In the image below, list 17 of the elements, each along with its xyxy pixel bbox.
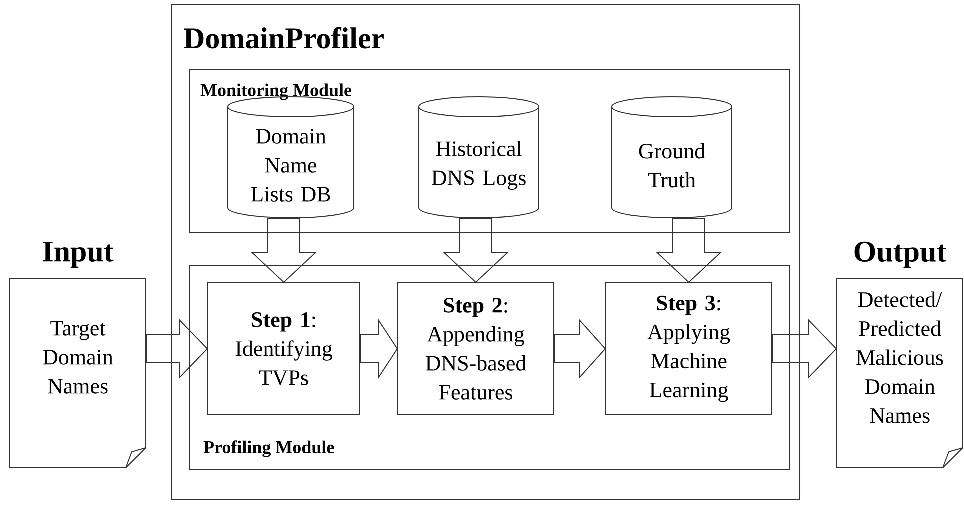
process-box: Step 3: Applying Machine Learning <box>606 282 772 416</box>
database-cylinder: Historical DNS Logs <box>418 96 540 218</box>
process-box: Step 2: Appending DNS-based Features <box>398 282 554 416</box>
node-label: Ground Truth <box>639 143 706 188</box>
block-arrow <box>146 318 208 380</box>
database-cylinder: Ground Truth <box>612 96 732 218</box>
block-arrow <box>554 318 606 380</box>
block-arrow <box>656 218 722 284</box>
node-label: Input <box>43 242 114 268</box>
block-arrow <box>360 318 398 380</box>
node-label: Historical DNS Logs <box>432 140 526 190</box>
block-arrow <box>442 218 510 284</box>
block-arrow <box>772 318 838 380</box>
node-label: Domain Name Lists DB <box>251 129 330 202</box>
block-arrow <box>250 218 318 284</box>
process-box: Step 1: Identifying TVPs <box>208 282 360 416</box>
node-label: Output <box>854 242 947 268</box>
